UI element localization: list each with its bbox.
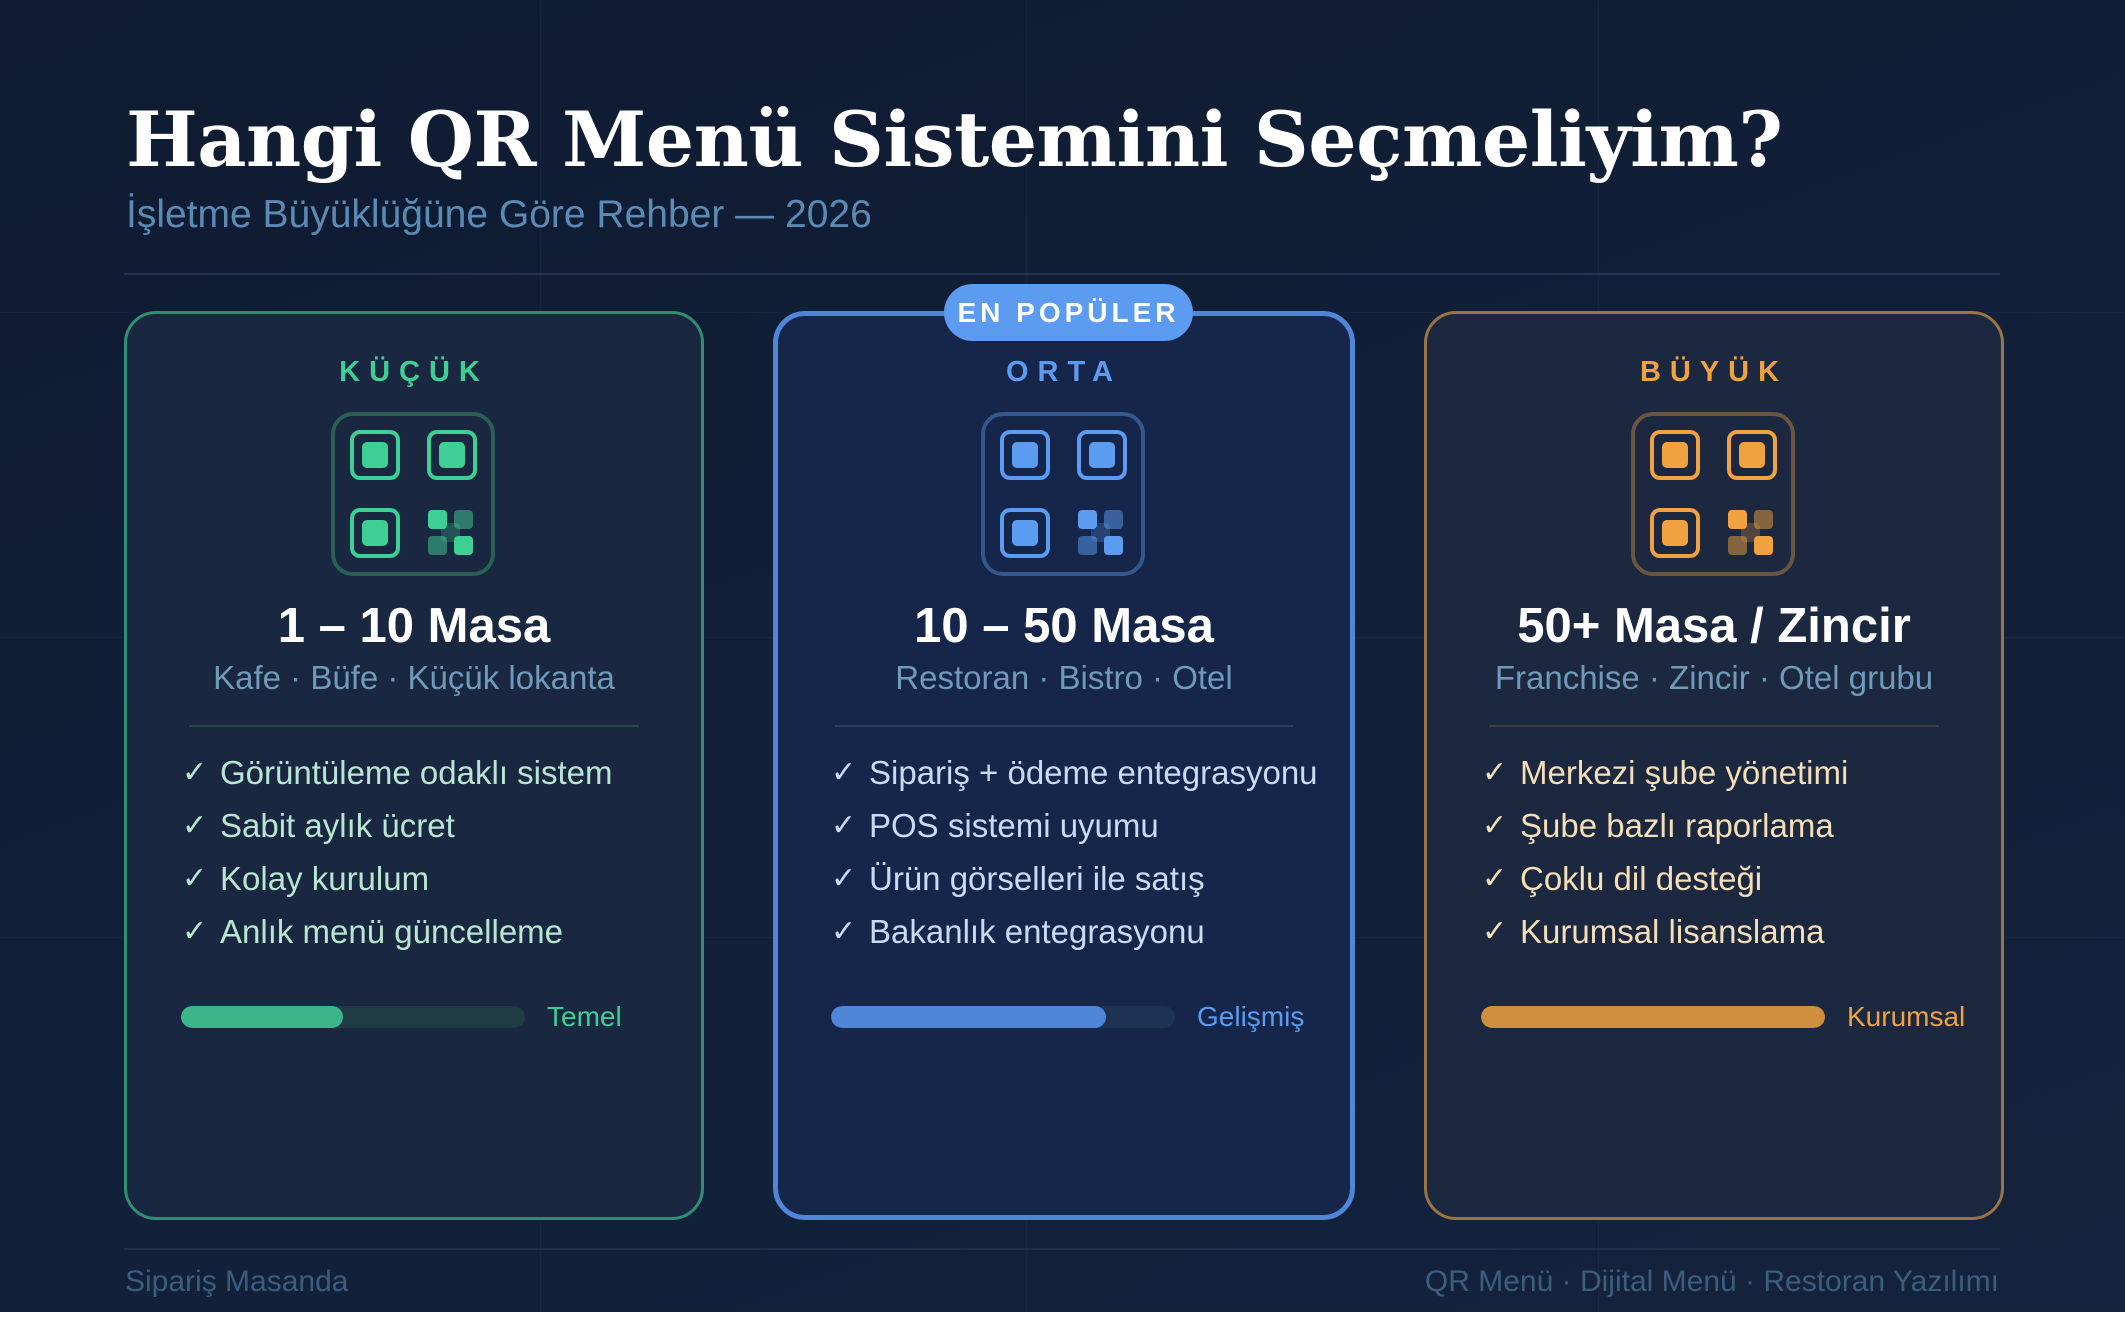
footer-divider bbox=[124, 1248, 2000, 1250]
check-icon: ✓ bbox=[182, 756, 208, 789]
card-heading: 1 – 10 Masa bbox=[277, 599, 551, 653]
page-subtitle: İşletme Büyüklüğüne Göre Rehber — 2026 bbox=[126, 193, 872, 236]
check-icon: ✓ bbox=[182, 862, 208, 895]
level-label: Gelişmiş bbox=[1197, 1001, 1305, 1032]
level-progress-bar bbox=[181, 1006, 525, 1028]
qr-code-icon bbox=[331, 412, 495, 576]
plan-card-medium: ORTA 10 – 50 Masa Restoran · Bistro · Ot… bbox=[773, 311, 1355, 1220]
footer-tags: QR Menü · Dijital Menü · Restoran Yazılı… bbox=[1424, 1265, 1999, 1298]
plan-card-large: BÜYÜK 50+ Masa / Zincir Franchise · Zinc… bbox=[1424, 311, 2004, 1220]
level-progress-fill bbox=[181, 1006, 343, 1028]
check-icon: ✓ bbox=[182, 809, 208, 842]
check-icon: ✓ bbox=[1482, 756, 1508, 789]
feature-item: ✓POS sistemi uyumu bbox=[831, 799, 1318, 852]
level-label: Temel bbox=[547, 1001, 622, 1032]
check-icon: ✓ bbox=[1482, 862, 1508, 895]
check-icon: ✓ bbox=[1482, 809, 1508, 842]
card-segments: Restoran · Bistro · Otel bbox=[895, 659, 1233, 696]
plan-card-small: KÜÇÜK 1 – 10 Masa Kafe · Büfe · Küçük lo… bbox=[124, 311, 704, 1220]
most-popular-badge: EN POPÜLER bbox=[944, 284, 1193, 341]
card-heading: 50+ Masa / Zincir bbox=[1517, 599, 1911, 653]
feature-item: ✓Sabit aylık ücret bbox=[182, 799, 613, 852]
feature-list: ✓Merkezi şube yönetimi ✓Şube bazlı rapor… bbox=[1482, 746, 1848, 958]
feature-item: ✓Şube bazlı raporlama bbox=[1482, 799, 1848, 852]
feature-list: ✓Sipariş + ödeme entegrasyonu ✓POS siste… bbox=[831, 746, 1318, 958]
feature-list: ✓Görüntüleme odaklı sistem ✓Sabit aylık … bbox=[182, 746, 613, 958]
card-divider bbox=[835, 725, 1293, 727]
card-segments: Kafe · Büfe · Küçük lokanta bbox=[213, 659, 615, 696]
level-progress-bar bbox=[831, 1006, 1175, 1028]
feature-item: ✓Merkezi şube yönetimi bbox=[1482, 746, 1848, 799]
feature-item: ✓Bakanlık entegrasyonu bbox=[831, 905, 1318, 958]
check-icon: ✓ bbox=[831, 756, 857, 789]
level-progress-bar bbox=[1481, 1006, 1825, 1028]
check-icon: ✓ bbox=[831, 915, 857, 948]
tier-label: ORTA bbox=[1005, 356, 1122, 388]
tier-label: BÜYÜK bbox=[1639, 356, 1789, 388]
infographic-canvas: Hangi QR Menü Sistemini Seçmeliyim? İşle… bbox=[0, 0, 2125, 1312]
qr-code-icon bbox=[981, 412, 1145, 576]
card-segments: Franchise · Zincir · Otel grubu bbox=[1494, 659, 1934, 696]
header-divider bbox=[124, 273, 2000, 275]
feature-item: ✓Çoklu dil desteği bbox=[1482, 852, 1848, 905]
check-icon: ✓ bbox=[182, 915, 208, 948]
footer-brand: Sipariş Masanda bbox=[125, 1265, 349, 1298]
card-divider bbox=[189, 725, 639, 727]
page-title: Hangi QR Menü Sistemini Seçmeliyim? bbox=[126, 95, 1783, 184]
check-icon: ✓ bbox=[831, 862, 857, 895]
card-heading: 10 – 50 Masa bbox=[914, 599, 1214, 653]
feature-item: ✓Kurumsal lisanslama bbox=[1482, 905, 1848, 958]
check-icon: ✓ bbox=[831, 809, 857, 842]
card-divider bbox=[1489, 725, 1939, 727]
level-label: Kurumsal bbox=[1847, 1001, 1966, 1032]
check-icon: ✓ bbox=[1482, 915, 1508, 948]
level-progress-fill bbox=[1481, 1006, 1825, 1028]
feature-item: ✓Sipariş + ödeme entegrasyonu bbox=[831, 746, 1318, 799]
feature-item: ✓Kolay kurulum bbox=[182, 852, 613, 905]
feature-item: ✓Ürün görselleri ile satış bbox=[831, 852, 1318, 905]
tier-label: KÜÇÜK bbox=[339, 356, 489, 388]
level-progress-fill bbox=[831, 1006, 1107, 1028]
feature-item: ✓Anlık menü güncelleme bbox=[182, 905, 613, 958]
qr-code-icon bbox=[1631, 412, 1795, 576]
feature-item: ✓Görüntüleme odaklı sistem bbox=[182, 746, 613, 799]
